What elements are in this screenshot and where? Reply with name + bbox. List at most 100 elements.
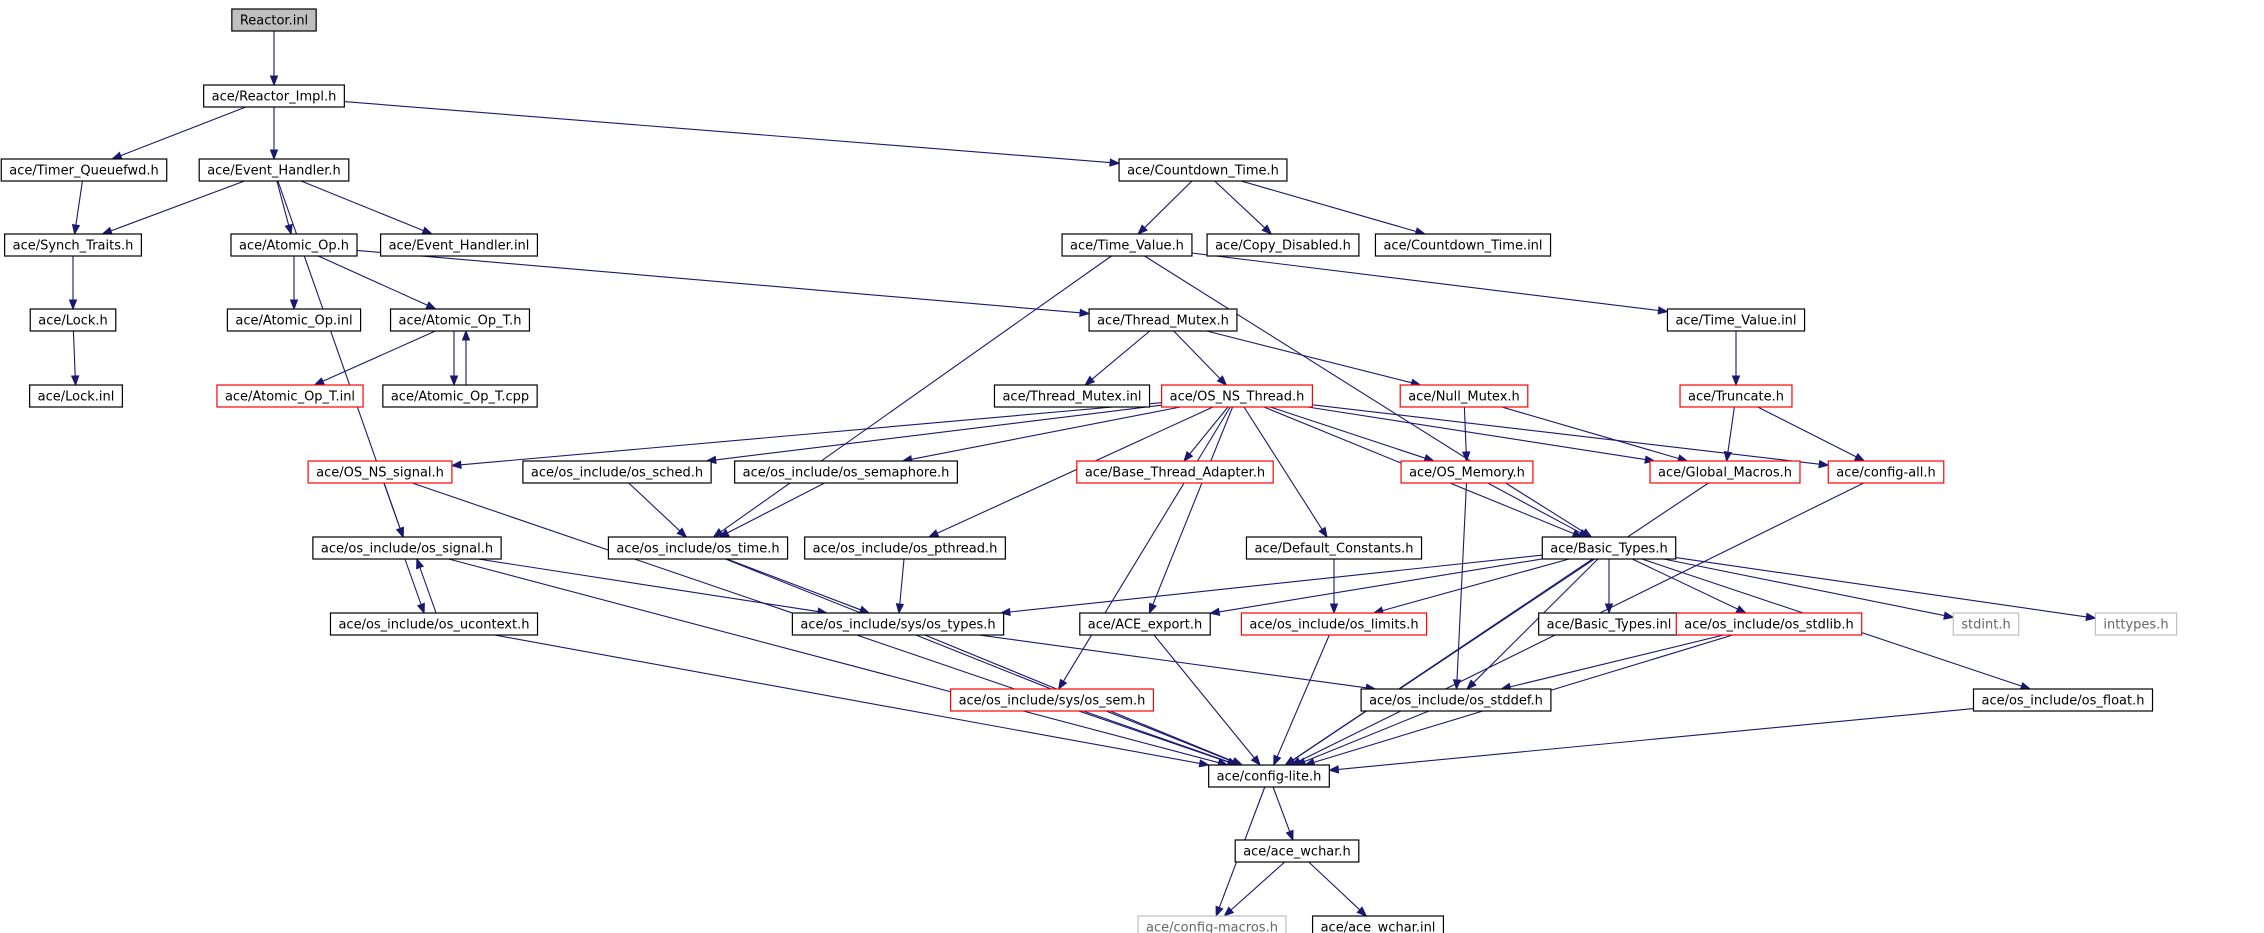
edge-arrowhead <box>1284 756 1296 766</box>
edge-line <box>1243 406 1323 530</box>
node-os-ucontext-h[interactable]: ace/os_include/os_ucontext.h <box>329 612 539 636</box>
edge-arrowhead <box>1461 451 1471 463</box>
node-event-handler-inl[interactable]: ace/Event_Handler.inl <box>379 233 539 257</box>
node-atomic-op-t-cpp[interactable]: ace/Atomic_Op_T.cpp <box>382 384 538 408</box>
node-os-limits-h[interactable]: ace/os_include/os_limits.h <box>1240 612 1428 636</box>
node-atomic-op-t-h[interactable]: ace/Atomic_Op_T.h <box>389 308 531 332</box>
node-inttypes-h[interactable]: inttypes.h <box>2094 612 2178 636</box>
node-base-thread-adapter-h[interactable]: ace/Base_Thread_Adapter.h <box>1076 460 1274 484</box>
node-label: ace/Countdown_Time.inl <box>1383 239 1542 254</box>
node-sys-os-types-h[interactable]: ace/os_include/sys/os_types.h <box>791 612 1005 636</box>
edge-arrowhead <box>395 526 404 539</box>
node-label: ace/Truncate.h <box>1688 390 1784 405</box>
node-copy-disabled-h[interactable]: ace/Copy_Disabled.h <box>1206 233 1360 257</box>
node-os-ns-signal-h[interactable]: ace/OS_NS_signal.h <box>307 460 453 484</box>
edge-basic-types-h-to-os-stdlib-h <box>1631 558 1748 614</box>
node-box <box>382 384 538 408</box>
edge-arrowhead <box>1356 906 1368 917</box>
node-reactor-impl-h[interactable]: ace/Reactor_Impl.h <box>203 84 345 108</box>
node-box <box>1311 915 1445 933</box>
edge-line <box>1144 255 1585 533</box>
node-thread-mutex-inl[interactable]: ace/Thread_Mutex.inl <box>993 384 1151 408</box>
node-sys-os-sem-h[interactable]: ace/os_include/sys/os_sem.h <box>949 688 1155 712</box>
edge-event-handler-h-to-synch-traits-h <box>101 180 245 235</box>
edge-os-float-h-to-config-lite-h <box>1327 708 1974 774</box>
node-ace-wchar-inl[interactable]: ace/ace_wchar.inl <box>1311 915 1445 933</box>
node-timer-queuefwd-h[interactable]: ace/Timer_Queuefwd.h <box>0 158 168 182</box>
edge-os-signal-h-to-os-ucontext-h <box>404 558 425 615</box>
node-label: ace/ace_wchar.inl <box>1321 921 1436 933</box>
edge-line <box>494 634 1200 764</box>
edge-arrowhead <box>1604 603 1614 615</box>
node-box <box>993 384 1151 408</box>
node-ace-export-h[interactable]: ace/ACE_export.h <box>1079 612 1211 636</box>
node-lock-h[interactable]: ace/Lock.h <box>29 308 117 332</box>
node-atomic-op-h[interactable]: ace/Atomic_Op.h <box>230 233 358 257</box>
node-os-time-h[interactable]: ace/os_include/os_time.h <box>607 536 789 560</box>
edge-arrowhead <box>1285 829 1294 842</box>
node-os-memory-h[interactable]: ace/OS_Memory.h <box>1400 460 1534 484</box>
node-config-all-h[interactable]: ace/config-all.h <box>1827 460 1945 484</box>
node-time-value-h[interactable]: ace/Time_Value.h <box>1061 233 1193 257</box>
edge-time-value-inl-to-truncate-h <box>1731 331 1741 387</box>
node-os-sched-h[interactable]: ace/os_include/os_sched.h <box>522 460 712 484</box>
node-os-signal-h[interactable]: ace/os_include/os_signal.h <box>312 536 502 560</box>
node-label: ace/OS_NS_signal.h <box>316 466 444 481</box>
node-box <box>1972 688 2154 712</box>
edge-atomic-op-t-h-to-atomic-op-t-cpp <box>449 331 459 387</box>
node-lock-inl[interactable]: ace/Lock.inl <box>29 384 123 408</box>
node-event-handler-h[interactable]: ace/Event_Handler.h <box>198 158 350 182</box>
node-box <box>1161 384 1313 408</box>
node-countdown-time-inl[interactable]: ace/Countdown_Time.inl <box>1374 233 1552 257</box>
edge-thread-mutex-h-to-null-mutex-h <box>1206 330 1422 387</box>
node-atomic-op-t-inl[interactable]: ace/Atomic_Op_T.inl <box>216 384 364 408</box>
edge-os-ns-thread-h-to-base-thread-adapter-h <box>1183 406 1229 463</box>
edge-line <box>715 404 1162 461</box>
edge-arrowhead <box>449 375 459 387</box>
node-box <box>4 233 142 257</box>
node-os-ns-thread-h[interactable]: ace/OS_NS_Thread.h <box>1161 384 1313 408</box>
edge-line <box>899 558 905 605</box>
node-os-pthread-h[interactable]: ace/os_include/os_pthread.h <box>804 536 1006 560</box>
node-thread-mutex-h[interactable]: ace/Thread_Mutex.h <box>1088 308 1238 332</box>
node-basic-types-inl[interactable]: ace/Basic_Types.inl <box>1538 612 1680 636</box>
edge-os-ns-signal-h-to-os-signal-h <box>383 482 404 539</box>
node-default-constants-h[interactable]: ace/Default_Constants.h <box>1245 536 1423 560</box>
edge-os-time-h-to-sys-os-types-h <box>726 558 871 614</box>
node-basic-types-h[interactable]: ace/Basic_Types.h <box>1541 536 1677 560</box>
node-synch-traits-h[interactable]: ace/Synch_Traits.h <box>4 233 142 257</box>
node-box <box>329 612 539 636</box>
node-time-value-inl[interactable]: ace/Time_Value.inl <box>1666 308 1806 332</box>
node-label: ace/Basic_Types.h <box>1550 542 1667 557</box>
edge-line <box>75 180 83 226</box>
node-countdown-time-h[interactable]: ace/Countdown_Time.h <box>1118 158 1288 182</box>
node-reactor-inl[interactable]: Reactor.inl <box>231 8 317 32</box>
edge-arrowhead <box>1079 308 1091 317</box>
node-os-semaphore-h[interactable]: ace/os_include/os_semaphore.h <box>734 460 958 484</box>
node-label: ace/Basic_Types.inl <box>1547 618 1672 633</box>
edge-atomic-op-t-h-to-atomic-op-t-inl <box>313 330 436 386</box>
edge-os-ns-thread-h-to-os-semaphore-h <box>901 406 1181 464</box>
node-null-mutex-h[interactable]: ace/Null_Mutex.h <box>1399 384 1529 408</box>
node-config-lite-h[interactable]: ace/config-lite.h <box>1208 764 1330 788</box>
edge-line <box>1009 554 1543 613</box>
node-box <box>216 384 364 408</box>
edge-basic-types-h-to-config-lite-h <box>1284 558 1593 766</box>
node-os-float-h[interactable]: ace/os_include/os_float.h <box>1972 688 2154 712</box>
node-box <box>1360 688 1552 712</box>
node-truncate-h[interactable]: ace/Truncate.h <box>1679 384 1793 408</box>
node-label: ace/os_include/os_limits.h <box>1249 618 1418 633</box>
edge-ace-wchar-h-to-config-macros-h <box>1223 861 1286 917</box>
edge-line <box>419 567 437 614</box>
edge-line <box>1272 786 1291 832</box>
node-global-macros-h[interactable]: ace/Global_Macros.h <box>1649 460 1801 484</box>
node-stdint-h[interactable]: stdint.h <box>1952 612 2020 636</box>
edge-arrowhead <box>1735 605 1748 614</box>
edge-arrowhead <box>1137 224 1148 235</box>
node-config-macros-h[interactable]: ace/config-macros.h <box>1137 915 1287 933</box>
node-atomic-op-inl[interactable]: ace/Atomic_Op.inl <box>226 308 362 332</box>
node-os-stddef-h[interactable]: ace/os_include/os_stddef.h <box>1360 688 1552 712</box>
node-os-stdlib-h[interactable]: ace/os_include/os_stdlib.h <box>1675 612 1863 636</box>
node-ace-wchar-h[interactable]: ace/ace_wchar.h <box>1234 839 1360 863</box>
node-label: ace/config-macros.h <box>1146 921 1278 933</box>
